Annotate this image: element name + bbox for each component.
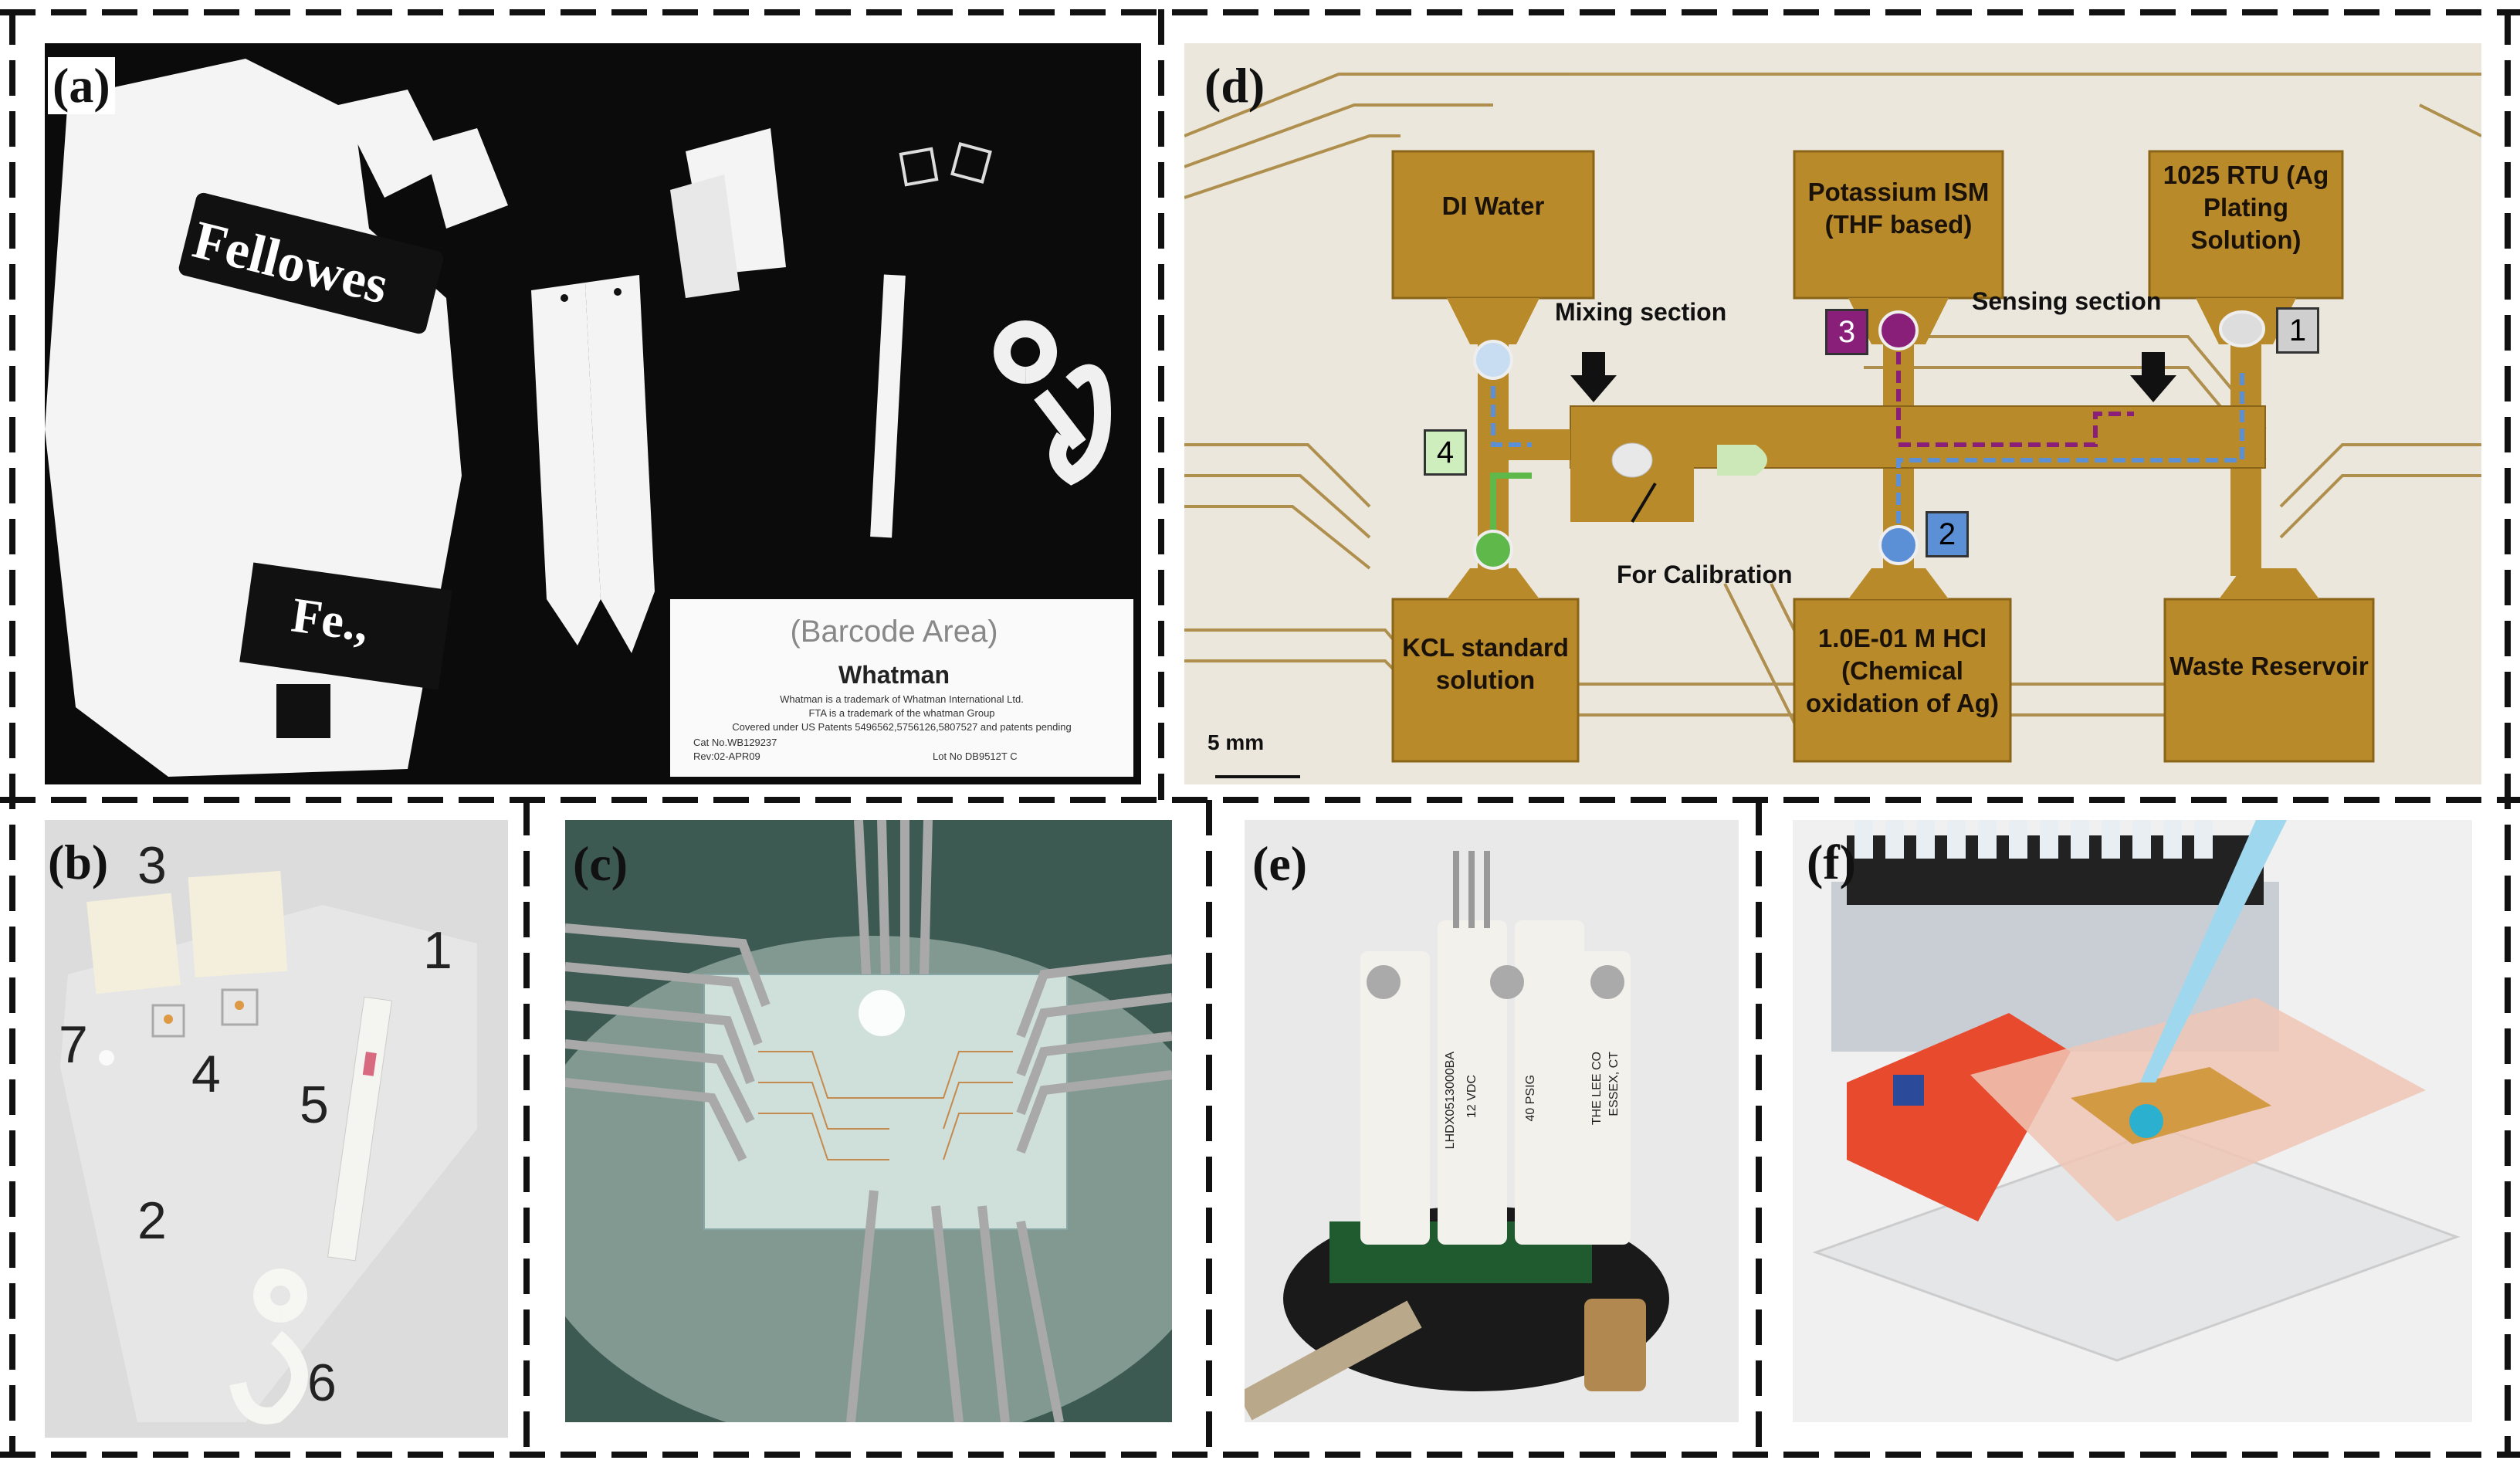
label-num-1: 1 [423, 921, 452, 980]
frame-divider-ef [1756, 800, 1762, 1456]
marker-4: 4 [1424, 429, 1467, 476]
pad-hcl: 1.0E-01 M HCl (Chemical oxidation of Ag) [1806, 624, 1999, 717]
valve-label-1: LHDX0513000BA [1444, 1052, 1457, 1150]
marker-1: 1 [2276, 307, 2319, 354]
card-line-3: Covered under US Patents 5496562,5756126… [732, 721, 1072, 733]
sensing-section-label: Sensing section [1972, 287, 2162, 315]
marker-2: 2 [1926, 511, 1969, 557]
label-num-4: 4 [191, 1045, 221, 1103]
label-num-5: 5 [300, 1076, 329, 1134]
scale-bar-label: 5 mm [1208, 730, 1265, 754]
card-line-4: Cat No.WB129237 [693, 737, 777, 748]
panel-b: 1 2 3 4 5 6 7 [45, 820, 508, 1438]
panel-label-a: (a) [48, 57, 115, 114]
for-calibration-label: For Calibration [1617, 561, 1793, 588]
panel-label-d: (d) [1204, 58, 1265, 113]
pad-waste-reservoir: Waste Reservoir [2169, 652, 2369, 680]
frame-left [9, 9, 15, 1458]
label-num-6: 6 [307, 1354, 337, 1412]
pad-di-water: DI Water [1441, 191, 1545, 220]
frame-divider-ce [1206, 800, 1212, 1456]
frame-divider-bc [523, 800, 530, 1456]
card-lot: Lot No DB9512T C [933, 750, 1018, 762]
panel-f-photo [1812, 820, 2461, 1362]
pad-1025-rtu: 1025 RTU (Ag Plating Solution) [2163, 161, 2329, 254]
panel-e-photo [1245, 851, 1669, 1421]
valve-label-3: 40 PSIG [1524, 1075, 1537, 1122]
panel-e: LHDX0513000BA 12 VDC 40 PSIG THE LEE CO … [1245, 820, 1739, 1422]
pad-potassium-ism: Potassium ISM (THF based) [1807, 178, 1990, 239]
panel-c [565, 820, 1172, 1422]
panel-label-b: (b) [48, 835, 109, 889]
frame-middle [0, 797, 2520, 803]
card-line-5: Rev:02-APR09 [693, 750, 760, 762]
panel-a-photo [45, 59, 1133, 777]
panel-label-f: (f) [1807, 835, 1856, 889]
panel-d-chip [1184, 73, 2481, 778]
panel-f [1793, 820, 2472, 1422]
panel-a: Fellowes Fe., (Barcode Area) Whatman Wha… [45, 43, 1141, 784]
mixing-section-label: Mixing section [1555, 298, 1727, 326]
frame-top [0, 9, 2520, 15]
frame-bottom [0, 1452, 2520, 1458]
valve-label-2: 12 VDC [1465, 1075, 1478, 1119]
label-num-3: 3 [137, 836, 167, 895]
fellowes-logo-text-2: Fe., [288, 587, 373, 652]
panel-label-c: (c) [573, 836, 628, 891]
card-line-2: FTA is a trademark of the whatman Group [808, 707, 995, 719]
valve-label-5: ESSEX, CT [1607, 1052, 1621, 1116]
panel-b-photo [60, 870, 477, 1425]
label-num-7: 7 [59, 1015, 88, 1074]
card-barcode-area: (Barcode Area) [790, 615, 998, 649]
panel-label-e: (e) [1252, 836, 1308, 891]
card-title: Whatman [838, 661, 950, 689]
label-num-2: 2 [137, 1191, 167, 1250]
frame-right [2505, 9, 2511, 1458]
frame-divider-ad [1158, 9, 1164, 800]
panel-c-photo [565, 820, 1172, 1422]
valve-label-4: THE LEE CO [1590, 1052, 1604, 1126]
pad-kcl-standard: KCL standard solution [1402, 633, 1569, 694]
panel-d: DI Water Potassium ISM (THF based) 1025 … [1184, 43, 2481, 784]
marker-3: 3 [1825, 309, 1868, 355]
card-line-1: Whatman is a trademark of Whatman Intern… [780, 693, 1024, 705]
